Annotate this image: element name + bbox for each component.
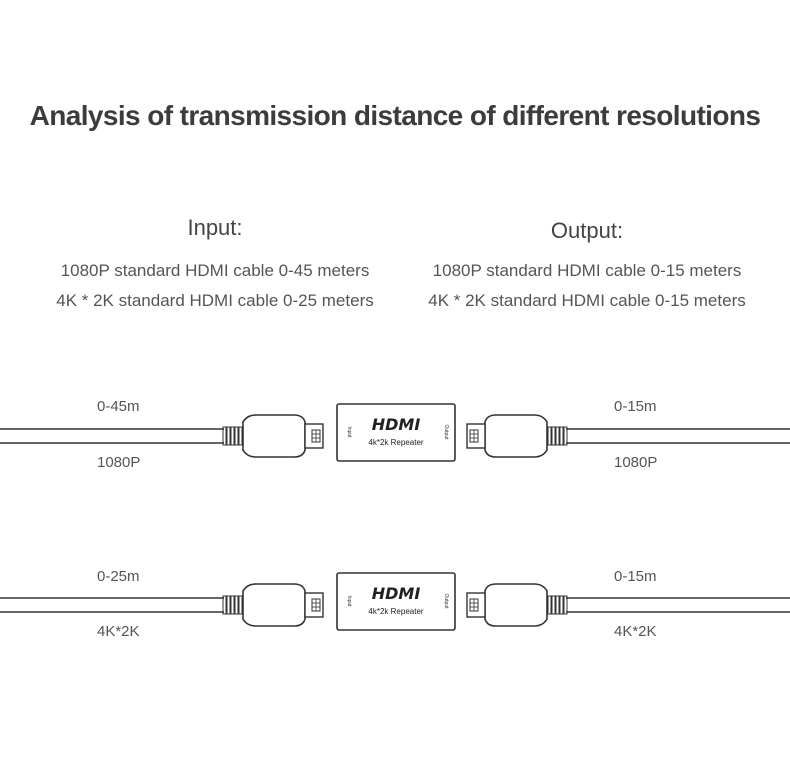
row2-left-cable	[0, 597, 224, 613]
row2-assembly: HDMI 4k*2k Repeater Input Output	[0, 572, 790, 631]
row1-right-distance: 0-15m	[614, 398, 657, 415]
input-heading: Input:	[187, 215, 243, 240]
row1-left-cable	[0, 428, 224, 444]
row1-input-port: Input	[346, 426, 352, 438]
row1-assembly: HDMI 4k*2k Repeater Input Output	[0, 403, 790, 462]
row2-repeater-logo: HDMI	[372, 584, 421, 603]
input-line-1080p: 1080P standard HDMI cable 0-45 meters	[60, 261, 370, 280]
input-line-4k: 4K * 2K standard HDMI cable 0-25 meters	[56, 291, 374, 310]
row2-repeater: HDMI 4k*2k Repeater Input Output	[336, 572, 456, 631]
row2-repeater-model: 4k*2k Repeater	[368, 607, 423, 616]
row2-right-distance: 0-15m	[614, 568, 657, 585]
row1-left-plug	[222, 414, 324, 458]
output-line-1080p: 1080P standard HDMI cable 0-15 meters	[432, 261, 742, 280]
row2-right-cable	[566, 597, 790, 613]
page-title: Analysis of transmission distance of dif…	[29, 100, 761, 131]
row2-input-port: Input	[346, 595, 352, 607]
row2-left-plug	[222, 583, 324, 627]
row2-left-resolution: 4K*2K	[97, 623, 140, 640]
row2-output-port: Output	[443, 593, 449, 609]
row1-output-port: Output	[443, 424, 449, 440]
row2-left-distance: 0-25m	[97, 568, 140, 585]
row1-left-distance: 0-45m	[97, 398, 140, 415]
row1-repeater-model: 4k*2k Repeater	[368, 438, 423, 447]
row1-right-resolution: 1080P	[614, 454, 658, 471]
row1-right-plug	[466, 414, 568, 458]
row2-right-resolution: 4K*2K	[614, 623, 657, 640]
output-heading: Output:	[550, 218, 624, 243]
row1-repeater-logo: HDMI	[372, 415, 421, 434]
row2-right-plug	[466, 583, 568, 627]
row1-right-cable	[566, 428, 790, 444]
output-line-4k: 4K * 2K standard HDMI cable 0-15 meters	[428, 291, 746, 310]
row1-repeater: HDMI 4k*2k Repeater Input Output	[336, 403, 456, 462]
row1-left-resolution: 1080P	[97, 454, 141, 471]
